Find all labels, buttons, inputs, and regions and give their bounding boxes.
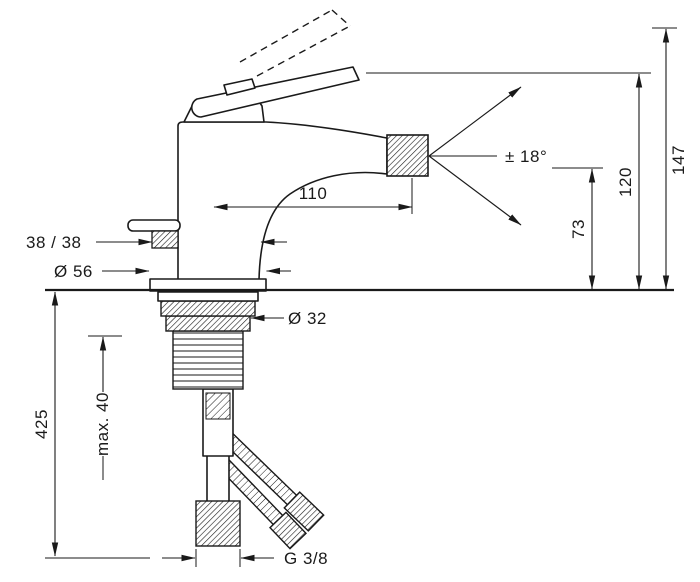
- dim-body-height: 120: [366, 72, 651, 290]
- center-hose: [206, 454, 230, 503]
- mounting-nut: [165, 315, 251, 332]
- sealing-washer: [160, 300, 256, 317]
- lever-raised-top-edge: [239, 9, 333, 63]
- hose-connector-lower: [269, 511, 307, 550]
- dim-hose-length-label: 425: [32, 409, 51, 439]
- below-deck-assembly: [157, 291, 325, 550]
- lever-raised-end-edge: [331, 9, 351, 27]
- lever-handle: [190, 66, 360, 118]
- dim-base-diameter-label: Ø 56: [54, 262, 93, 281]
- dim-hose-length: 425: [32, 291, 150, 559]
- dim-outlet-height-label: 73: [569, 219, 588, 239]
- center-hose-connector: [195, 500, 241, 547]
- lever-grip-tab: [223, 78, 256, 96]
- angle-lower-line: [428, 155, 522, 226]
- threaded-shank: [172, 330, 244, 390]
- dim-max-mounting-depth-label: max. 40: [93, 392, 112, 456]
- hose-connector-upper: [283, 491, 325, 532]
- metal-washer: [157, 291, 259, 302]
- dim-base-diameter: Ø 56: [54, 262, 291, 281]
- dim-total-height: 147: [652, 27, 688, 290]
- dim-body-height-label: 120: [616, 167, 635, 197]
- dim-shank-diameter: Ø 32: [250, 309, 327, 328]
- dim-lever-width-label: 38 / 38: [26, 233, 82, 252]
- dim-thread-size-label: G 3/8: [284, 549, 328, 568]
- dim-spout-reach: 110: [213, 178, 413, 214]
- dim-outlet-height: 73: [552, 167, 603, 290]
- dim-spray-angle-label: ± 18°: [505, 147, 547, 166]
- lever-raised-outline: [239, 9, 351, 77]
- dim-shank-diameter-label: Ø 32: [288, 309, 327, 328]
- aerator-outlet: [386, 134, 429, 177]
- dim-total-height-label: 147: [669, 145, 688, 175]
- pop-up-rod-mount: [151, 230, 179, 249]
- dim-spout-reach-label: 110: [299, 184, 328, 203]
- pop-up-rod: [127, 219, 181, 232]
- angle-upper-line: [428, 86, 522, 157]
- supply-pipe-sleeve: [205, 392, 231, 420]
- dim-spray-angle: ± 18°: [428, 86, 547, 226]
- lever-raised-bottom-edge: [256, 25, 351, 77]
- dim-thread-size: G 3/8: [162, 549, 328, 568]
- faucet-body: [177, 121, 388, 281]
- dim-max-mounting-depth: max. 40: [88, 335, 122, 480]
- dim-lever-width: 38 / 38: [26, 233, 287, 252]
